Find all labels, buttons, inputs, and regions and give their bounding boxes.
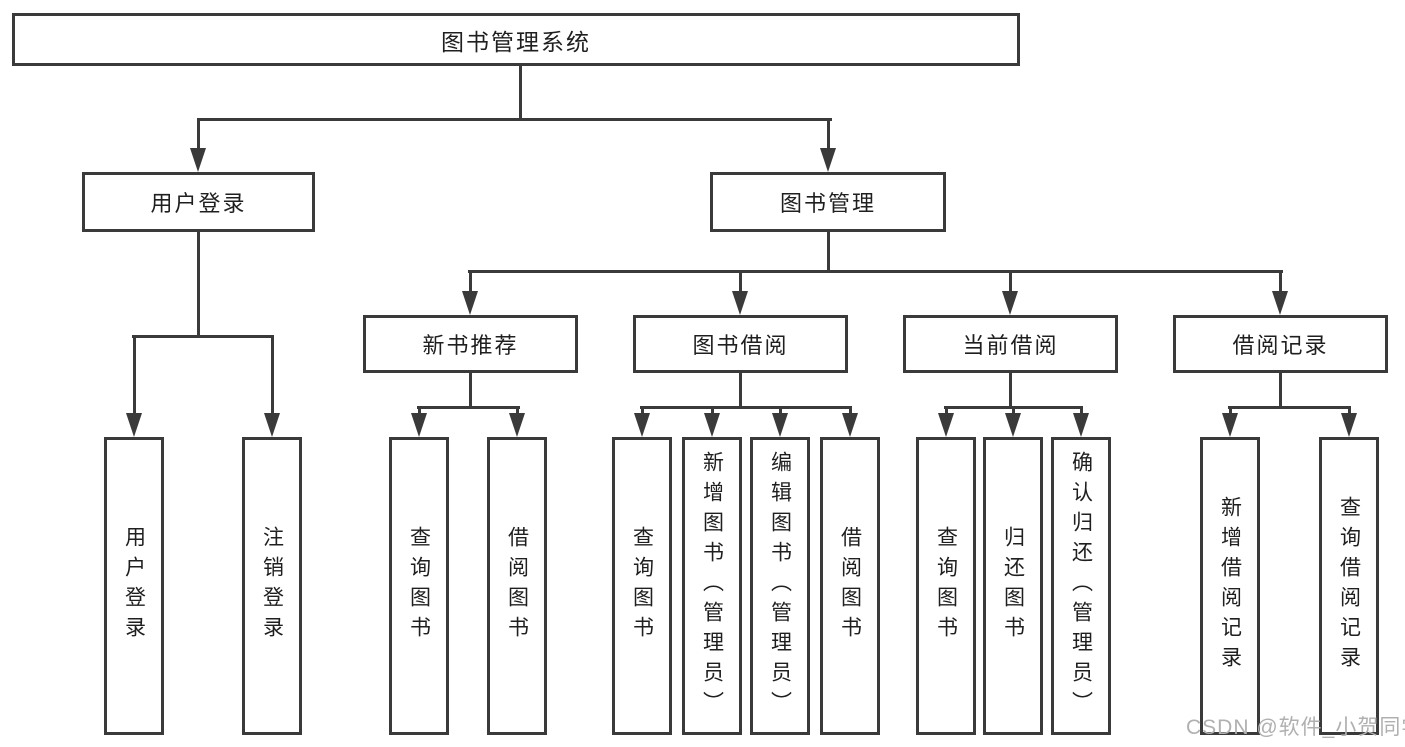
leaf-label: 查询图书 bbox=[407, 526, 431, 646]
leaf-label: 借阅图书 bbox=[505, 526, 529, 646]
connector-line bbox=[417, 406, 520, 409]
connector-line bbox=[197, 230, 200, 337]
connector-arrowhead bbox=[1073, 413, 1089, 437]
leaf-borrow-books: 借阅图书 bbox=[820, 437, 880, 735]
node-book-management-label: 图书管理 bbox=[779, 191, 876, 216]
leaf-edit-books-admin: 编辑图书（管理员） bbox=[750, 437, 810, 735]
connector-line bbox=[197, 118, 832, 121]
node-current-borrowing: 当前借阅 bbox=[903, 315, 1118, 373]
connector-arrowhead bbox=[1002, 291, 1018, 315]
connector-line bbox=[827, 230, 830, 272]
leaf-label: 用户登录 bbox=[122, 526, 146, 646]
leaf-query-books-current: 查询图书 bbox=[916, 437, 976, 735]
connector-arrowhead bbox=[190, 148, 206, 172]
node-root-label: 图书管理系统 bbox=[441, 28, 591, 55]
connector-arrowhead bbox=[1222, 413, 1238, 437]
leaf-label: 注销登录 bbox=[260, 526, 284, 646]
connector-line bbox=[1279, 371, 1282, 409]
connector-line bbox=[640, 406, 852, 409]
csdn-watermark: CSDN @软件_小贺同学 bbox=[1186, 716, 1405, 739]
connector-arrowhead bbox=[732, 291, 748, 315]
leaf-label: 新增图书（管理员） bbox=[700, 451, 724, 721]
leaf-user-login: 用户登录 bbox=[104, 437, 164, 735]
leaf-label: 查询图书 bbox=[934, 526, 958, 646]
leaf-label: 新增借阅记录 bbox=[1218, 496, 1242, 676]
connector-arrowhead bbox=[842, 413, 858, 437]
connector-arrowhead bbox=[462, 291, 478, 315]
leaf-query-books-recommend: 查询图书 bbox=[389, 437, 449, 735]
leaf-label: 借阅图书 bbox=[838, 526, 862, 646]
leaf-add-borrow-record: 新增借阅记录 bbox=[1200, 437, 1260, 735]
node-borrowing-records: 借阅记录 bbox=[1173, 315, 1388, 373]
connector-line bbox=[133, 335, 136, 417]
node-root: 图书管理系统 bbox=[12, 13, 1020, 66]
node-user-login: 用户登录 bbox=[82, 172, 315, 232]
connector-arrowhead bbox=[411, 413, 427, 437]
connector-line bbox=[197, 118, 200, 154]
leaf-label: 查询借阅记录 bbox=[1337, 496, 1361, 676]
node-borrowing-records-label: 借阅记录 bbox=[1232, 333, 1329, 358]
connector-arrowhead bbox=[1005, 413, 1021, 437]
node-current-borrowing-label: 当前借阅 bbox=[962, 333, 1059, 358]
connector-arrowhead bbox=[820, 148, 836, 172]
connector-arrowhead bbox=[634, 413, 650, 437]
connector-arrowhead bbox=[1272, 291, 1288, 315]
connector-line bbox=[469, 270, 472, 295]
leaf-logout: 注销登录 bbox=[242, 437, 302, 735]
connector-line bbox=[827, 118, 830, 154]
connector-line bbox=[739, 270, 742, 295]
node-new-book-recommend: 新书推荐 bbox=[363, 315, 578, 373]
connector-arrowhead bbox=[264, 413, 280, 437]
leaf-label: 查询图书 bbox=[630, 526, 654, 646]
node-book-borrowing: 图书借阅 bbox=[633, 315, 848, 373]
node-new-book-recommend-label: 新书推荐 bbox=[422, 333, 519, 358]
connector-line bbox=[132, 335, 274, 338]
leaf-label: 确认归还（管理员） bbox=[1069, 451, 1093, 721]
connector-line bbox=[1009, 270, 1012, 295]
leaf-query-books-borrowing: 查询图书 bbox=[612, 437, 672, 735]
connector-line bbox=[1279, 270, 1282, 295]
leaf-borrow-books-recommend: 借阅图书 bbox=[487, 437, 547, 735]
connector-arrowhead bbox=[126, 413, 142, 437]
connector-line bbox=[1228, 406, 1351, 409]
connector-arrowhead bbox=[704, 413, 720, 437]
connector-line bbox=[271, 335, 274, 417]
connector-arrowhead bbox=[509, 413, 525, 437]
leaf-confirm-return-admin: 确认归还（管理员） bbox=[1051, 437, 1111, 735]
connector-line bbox=[469, 371, 472, 409]
node-user-login-label: 用户登录 bbox=[150, 191, 247, 216]
node-book-management: 图书管理 bbox=[710, 172, 946, 232]
connector-arrowhead bbox=[938, 413, 954, 437]
leaf-label: 归还图书 bbox=[1001, 526, 1025, 646]
connector-arrowhead bbox=[772, 413, 788, 437]
connector-line bbox=[519, 64, 522, 121]
connector-arrowhead bbox=[1341, 413, 1357, 437]
connector-line bbox=[468, 270, 1283, 273]
leaf-label: 编辑图书（管理员） bbox=[768, 451, 792, 721]
leaf-return-books: 归还图书 bbox=[983, 437, 1043, 735]
connector-line bbox=[1009, 371, 1012, 409]
connector-line bbox=[739, 371, 742, 409]
node-book-borrowing-label: 图书借阅 bbox=[692, 333, 789, 358]
leaf-query-borrow-record: 查询借阅记录 bbox=[1319, 437, 1379, 735]
leaf-add-books-admin: 新增图书（管理员） bbox=[682, 437, 742, 735]
